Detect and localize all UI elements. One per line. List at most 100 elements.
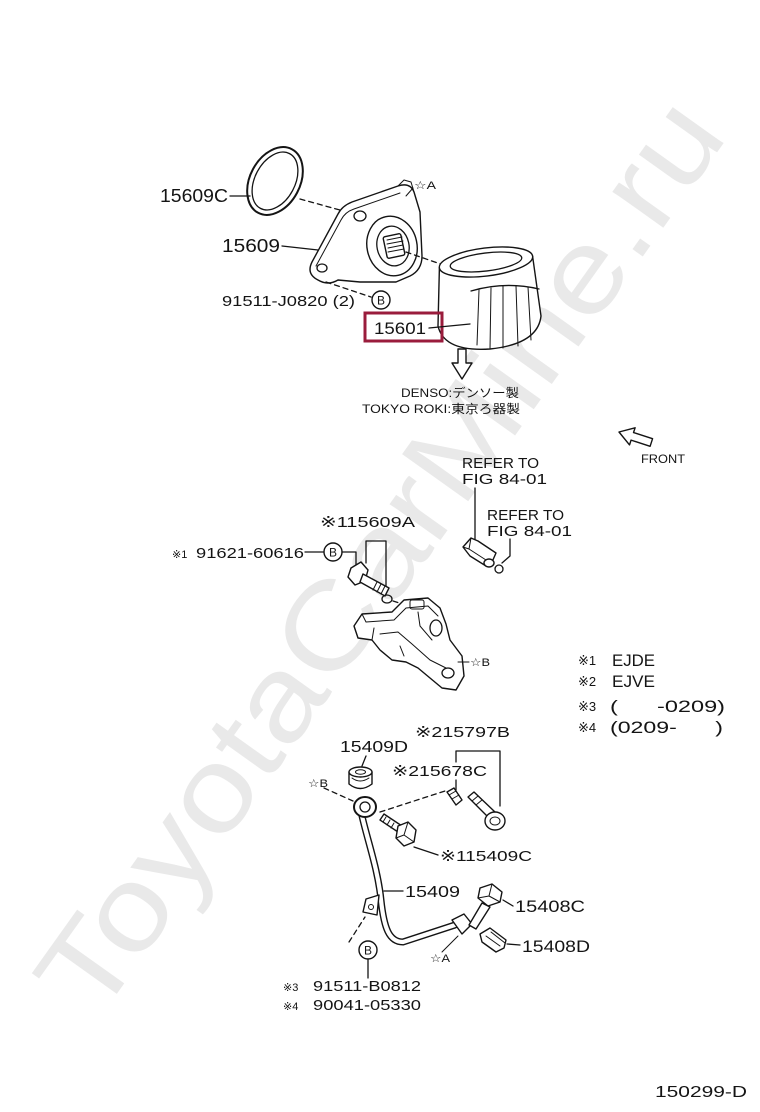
down-arrow-icon bbox=[451, 348, 473, 380]
grommet-ridge bbox=[351, 777, 370, 782]
leader-b-to-bolt bbox=[341, 551, 357, 567]
callout-91511-b0812[interactable]: 91511-B0812 bbox=[313, 978, 421, 995]
callout-15601[interactable]: 15601 bbox=[374, 319, 426, 338]
star-b-mark-low: ☆B bbox=[308, 778, 328, 790]
fitting-215678c bbox=[446, 787, 463, 806]
circle-b-marker-top: B bbox=[371, 290, 391, 310]
callout-15409[interactable]: 15409 bbox=[405, 884, 460, 901]
assembly-line-tab-b bbox=[348, 916, 366, 943]
legend-mark-2: ※2 bbox=[578, 674, 596, 689]
leader-refer-to-2 bbox=[501, 538, 511, 564]
refer-to-1-line2[interactable]: FIG 84-01 bbox=[462, 471, 547, 488]
union-bolt-threads bbox=[372, 581, 386, 595]
callout-215678c[interactable]: ※215678C bbox=[392, 763, 487, 780]
clip-slot bbox=[485, 931, 506, 947]
leader-15409d bbox=[361, 755, 367, 767]
maker-note-tokyo-roki: TOKYO ROKI:東京ろ器製 bbox=[362, 402, 520, 416]
assembly-line-guide-fitting bbox=[379, 790, 446, 813]
circle-b-letter: B bbox=[364, 944, 372, 958]
filter-mounting-face bbox=[438, 246, 534, 278]
legend-value-2: EJVE bbox=[612, 672, 655, 691]
callout-15408c[interactable]: 15408C bbox=[515, 897, 585, 916]
housing-flange-line bbox=[361, 605, 439, 623]
callout-15409d[interactable]: 15409D bbox=[340, 739, 408, 756]
clip-body bbox=[479, 927, 507, 953]
star-a-mark-low: ☆A bbox=[430, 953, 451, 965]
oil-pump-housing bbox=[353, 597, 465, 691]
leader-115409c bbox=[413, 846, 439, 856]
refer-to-1-line1[interactable]: REFER TO bbox=[462, 455, 539, 472]
guide-mount-hole bbox=[368, 904, 374, 910]
assembly-line-gasket-bracket bbox=[299, 198, 348, 213]
callout-90041-05330[interactable]: 90041-05330 bbox=[313, 997, 421, 1014]
legend-value-1: EJDE bbox=[612, 651, 655, 670]
refer-to-2-line1[interactable]: REFER TO bbox=[487, 507, 564, 524]
star-b-mark-mid: ☆B bbox=[470, 657, 490, 669]
union-bolt-215797b bbox=[467, 791, 506, 831]
leader-star-a-top bbox=[405, 187, 414, 197]
housing-port bbox=[429, 619, 443, 637]
engine-legend: ※1 EJDE ※2 EJVE ※3 ( -0209) ※4 (0209- ) bbox=[578, 651, 725, 737]
maker-note-denso: DENSO:デンソー製 bbox=[401, 385, 519, 400]
circle-b-marker-low: B bbox=[358, 940, 378, 960]
guide-head-ring bbox=[353, 796, 377, 818]
union-bolt-o-ring bbox=[381, 594, 393, 604]
callout-15609[interactable]: 15609 bbox=[222, 236, 280, 256]
note-mark-3: ※3 bbox=[283, 982, 298, 994]
clip-15408d bbox=[479, 927, 507, 953]
guide-tube-fill bbox=[359, 813, 458, 945]
housing-bolt-boss bbox=[441, 667, 455, 679]
front-arrow-icon bbox=[618, 427, 654, 448]
bolt-115409c bbox=[379, 813, 417, 847]
callout-91621-60616[interactable]: 91621-60616 bbox=[196, 545, 304, 562]
housing-detail-lines bbox=[353, 611, 433, 657]
circle-b-ring bbox=[371, 290, 391, 310]
stud-thread-lines bbox=[386, 236, 405, 253]
leader-15408d bbox=[506, 943, 521, 946]
callout-15408d[interactable]: 15408D bbox=[522, 937, 590, 956]
bolt-15408c-edge bbox=[477, 883, 501, 903]
legend-mark-1: ※1 bbox=[578, 653, 596, 668]
guide-head-bore bbox=[359, 801, 371, 813]
leader-star-a-low bbox=[441, 935, 459, 953]
union-bolt-head-center bbox=[489, 816, 501, 826]
filter-flute-edge bbox=[470, 284, 540, 292]
grommet-hole bbox=[355, 769, 366, 775]
bracket-hole-left bbox=[316, 263, 328, 273]
bracket-hole-top bbox=[353, 210, 367, 222]
assembly-line-star-b-low bbox=[323, 787, 354, 802]
union-bolt-head-lower bbox=[484, 811, 506, 831]
figure-code: 150299-D bbox=[655, 1084, 747, 1101]
callout-91511-j0820[interactable]: 91511-J0820 (2) bbox=[222, 293, 355, 310]
filter-gasket-ring bbox=[449, 251, 523, 273]
union-bolt-threads-lower bbox=[471, 795, 483, 806]
refer-to-2-line2[interactable]: FIG 84-01 bbox=[487, 523, 572, 540]
switch-tip bbox=[483, 558, 495, 568]
bracket-edge-line bbox=[315, 192, 401, 267]
bolt-15408c-shaft bbox=[468, 902, 491, 930]
bolt-15408c bbox=[468, 883, 503, 930]
callout-115409c[interactable]: ※115409C bbox=[440, 848, 532, 865]
housing-rib-line bbox=[379, 631, 447, 669]
legend-value-4: (0209- ) bbox=[610, 718, 723, 737]
front-label: FRONT bbox=[641, 452, 686, 466]
callout-115609a[interactable]: ※115609A bbox=[320, 514, 415, 531]
bolt-hex-edge bbox=[395, 821, 415, 843]
legend-value-3: ( -0209) bbox=[610, 697, 725, 716]
switch-hex-lines bbox=[462, 537, 487, 561]
fitting-body bbox=[446, 787, 463, 806]
bolt-hex-head bbox=[395, 821, 417, 847]
callout-215797b[interactable]: ※215797B bbox=[415, 724, 510, 741]
gasket-inner-edge bbox=[251, 151, 299, 211]
oil-level-gauge-guide bbox=[353, 796, 473, 946]
grommet-15409d bbox=[348, 766, 373, 790]
legend-mark-4: ※4 bbox=[578, 720, 596, 735]
gasket-o-ring bbox=[246, 146, 304, 216]
leader-15609 bbox=[281, 245, 319, 251]
callout-15609c[interactable]: 15609C bbox=[160, 186, 228, 206]
oil-pressure-switch-part bbox=[462, 537, 504, 574]
housing-boss-top bbox=[409, 599, 425, 610]
switch-o-ring bbox=[494, 564, 504, 574]
